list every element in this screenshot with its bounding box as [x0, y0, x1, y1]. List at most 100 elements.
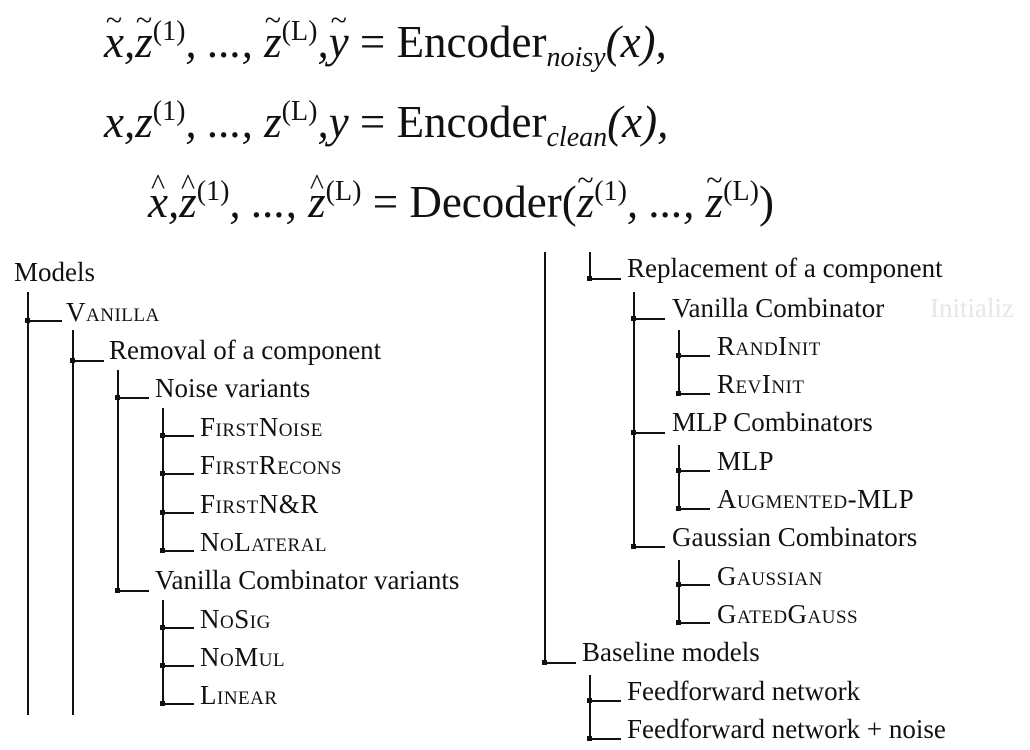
tree-node-mlp: MLP [717, 446, 775, 476]
math-token: , ..., [229, 177, 308, 227]
math-variable: z [135, 97, 153, 147]
math-token: z(1) [577, 166, 627, 227]
math-superscript: (L) [281, 96, 318, 127]
tree-node-no-lateral: NoLateral [200, 527, 328, 557]
tree-node-gaussian-combinators: Gaussian Combinators [672, 522, 918, 552]
tree-node-marker [25, 318, 30, 323]
math-variable: y [329, 6, 349, 65]
tree-branch [633, 546, 665, 548]
tree-line [678, 330, 680, 392]
tree-line [589, 675, 591, 738]
math-token: z(1) [135, 6, 185, 67]
equals-sign: = [359, 17, 386, 67]
tree-line [72, 330, 74, 715]
equals-sign: = [372, 177, 399, 227]
math-separator: , [123, 17, 136, 67]
math-separator: , ..., [185, 97, 265, 147]
tree-line [544, 252, 546, 662]
tree-line [678, 560, 680, 622]
tree-node-no-mul: NoMul [200, 642, 286, 672]
equation-argument: (x), [607, 97, 669, 147]
math-token: z(1) [135, 97, 185, 147]
tree-line [633, 292, 635, 546]
tree-node-marker [70, 358, 75, 363]
math-token: y [329, 97, 349, 147]
equation-subscript: clean [546, 122, 608, 153]
equation-function: Encoder [396, 17, 547, 67]
math-variable: z [264, 97, 282, 147]
math-variable: x [104, 6, 124, 65]
tree-node-marker [676, 582, 681, 587]
tree-branch [633, 318, 665, 320]
tree-branch [162, 627, 194, 629]
math-token: , ..., [185, 97, 264, 147]
tree-branch [589, 738, 621, 740]
tree-node-marker [160, 433, 165, 438]
tree-node-augmented-mlp: Augmented-MLP [717, 484, 915, 514]
tree-node-feedforward: Feedforward network [627, 676, 861, 706]
equation-close-paren: ) [758, 177, 774, 227]
math-superscript: (L) [281, 16, 318, 47]
tree-line [678, 445, 680, 507]
tree-node-mlp-combinators: MLP Combinators [672, 407, 873, 437]
tree-node-marker [160, 548, 165, 553]
math-token: , [124, 97, 135, 147]
math-superscript: (L) [723, 176, 759, 207]
tree-branch [678, 393, 710, 395]
tree-node-marker [676, 620, 681, 625]
math-separator: , [317, 97, 329, 147]
tree-node-gaussian: Gaussian [717, 561, 823, 591]
math-token: x [104, 6, 124, 67]
equals-sign: = [359, 97, 386, 147]
math-token: , [317, 17, 328, 67]
tree-node-marker [587, 736, 592, 741]
tree-node-replacement: Replacement of a component [627, 253, 943, 283]
math-token: , ..., [185, 17, 264, 67]
equation-encoder-clean: x,z(1), ..., z(L),y = Encoderclean(x), [104, 97, 669, 152]
math-separator: , [317, 17, 329, 67]
tree-node-marker [676, 506, 681, 511]
tree-branch [162, 703, 194, 705]
tree-branch [633, 432, 665, 434]
tree-node-marker [160, 510, 165, 515]
tree-node-linear: Linear [200, 680, 278, 710]
math-token: , ..., [627, 177, 706, 227]
tree-branch [27, 320, 62, 322]
tree-node-marker [542, 660, 547, 665]
math-superscript: (L) [325, 176, 362, 207]
tree-node-vanilla-combinator-variants: Vanilla Combinator variants [155, 565, 460, 595]
tree-branch [544, 662, 576, 664]
math-token: , [124, 17, 135, 67]
math-variable: y [328, 97, 349, 147]
tree-branch [678, 508, 710, 510]
equation-encoder-noisy: x,z(1), ..., z(L),y = Encodernoisy(x), [104, 6, 667, 72]
tree-branch [678, 355, 710, 357]
math-superscript: (1) [196, 176, 230, 207]
tree-node-gated-gauss: GatedGauss [717, 599, 859, 629]
math-variable: z [264, 6, 282, 65]
tree-node-marker [160, 663, 165, 668]
equation-lhs: x,z(1), ..., z(L) [148, 170, 362, 227]
math-token: , [317, 97, 328, 147]
math-variable: z [179, 170, 197, 225]
tree-node-first-nr: FirstN&R [200, 489, 319, 519]
math-token: z(L) [264, 6, 318, 67]
tree-node-removal: Removal of a component [109, 335, 382, 365]
equation-argument: (x), [605, 17, 667, 67]
tree-line [162, 600, 164, 702]
tree-node-vanilla-combinator: Vanilla Combinator [672, 293, 885, 323]
math-separator: , ..., [185, 17, 265, 67]
tree-node-rand-init: RandInit [717, 331, 821, 361]
tree-branch [678, 622, 710, 624]
equation-function: Decoder [409, 177, 562, 227]
tree-node-marker [676, 468, 681, 473]
tree-node-marker [631, 316, 636, 321]
tree-node-first-noise: FirstNoise [200, 412, 323, 442]
math-variable: x [104, 97, 124, 147]
math-token: z(L) [308, 170, 362, 227]
tree-branch [589, 278, 621, 280]
math-token: x [148, 170, 168, 227]
tree-node-marker [160, 701, 165, 706]
equation-lhs: x,z(1), ..., z(L),y [104, 6, 349, 67]
faded-text: Initializ [930, 293, 1014, 323]
